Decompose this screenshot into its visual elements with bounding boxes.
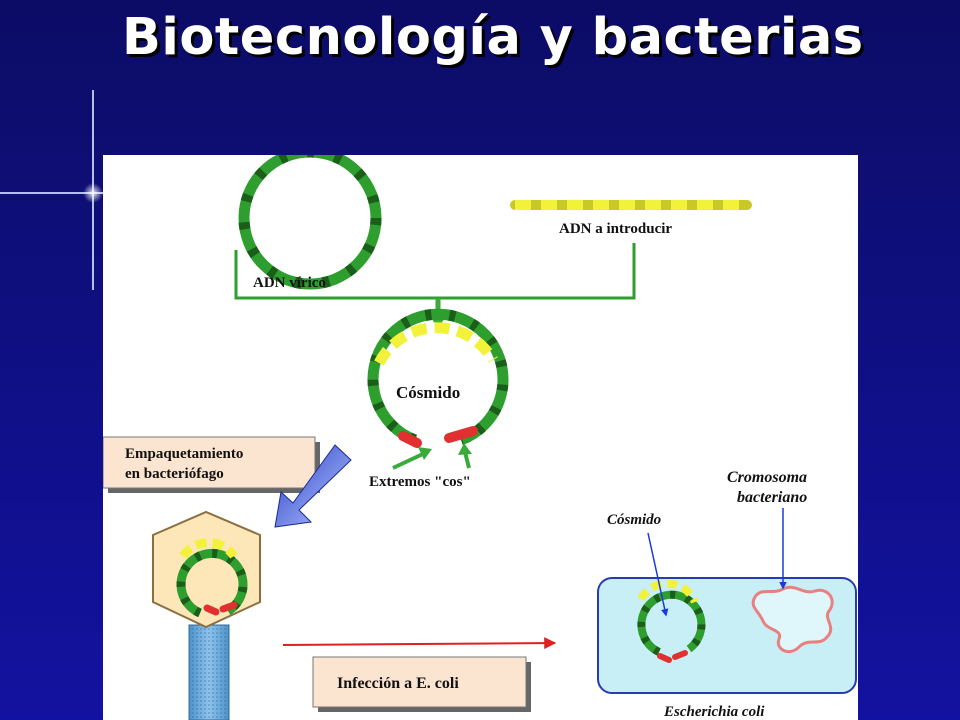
packaging-arrow xyxy=(274,444,352,528)
viral-dna-label: ADN vírico xyxy=(253,275,326,291)
cosmid-label: Cósmido xyxy=(396,383,460,402)
cos-arrow-left xyxy=(392,447,432,470)
diagram-panel: ADN vírico ADN a introducir Cósmido Extr… xyxy=(103,155,858,720)
cosmid-small-label: Cósmido xyxy=(607,512,661,528)
cos-end-right xyxy=(444,426,478,443)
cosmid-arc xyxy=(367,308,509,446)
infection-arrow xyxy=(282,637,557,650)
packaging-label-line2: en bacteriófago xyxy=(125,466,224,482)
viral-dna-ring xyxy=(238,155,382,290)
cos-arrow-right xyxy=(458,443,472,469)
cos-ends-label: Extremos "cos" xyxy=(369,474,471,490)
ecoli-label: Escherichia coli xyxy=(663,704,765,720)
packaging-label-line1: Empaquetamiento xyxy=(125,446,243,462)
chromosome-label-line2: bacteriano xyxy=(737,489,807,506)
infection-label: Infección a E. coli xyxy=(337,675,459,692)
bacterial-chromosome xyxy=(751,585,834,653)
chromosome-label-line1: Cromosoma xyxy=(727,469,807,486)
cosmid-diagram: ADN vírico ADN a introducir Cósmido Extr… xyxy=(103,155,857,720)
insert-dna-label: ADN a introducir xyxy=(559,221,672,237)
packaging-box: Empaquetamiento en bacteriófago xyxy=(103,436,320,493)
cos-end-left xyxy=(398,431,422,448)
cosmid-pointer-arrow xyxy=(647,532,669,617)
infection-box: Infección a E. coli xyxy=(312,656,531,712)
ecoli-cell xyxy=(597,577,857,694)
slide-title: Biotecnología y bacterias xyxy=(122,8,864,67)
joining-bracket xyxy=(234,243,636,300)
sparkle-decoration xyxy=(0,90,120,290)
bacteriophage xyxy=(152,510,261,720)
